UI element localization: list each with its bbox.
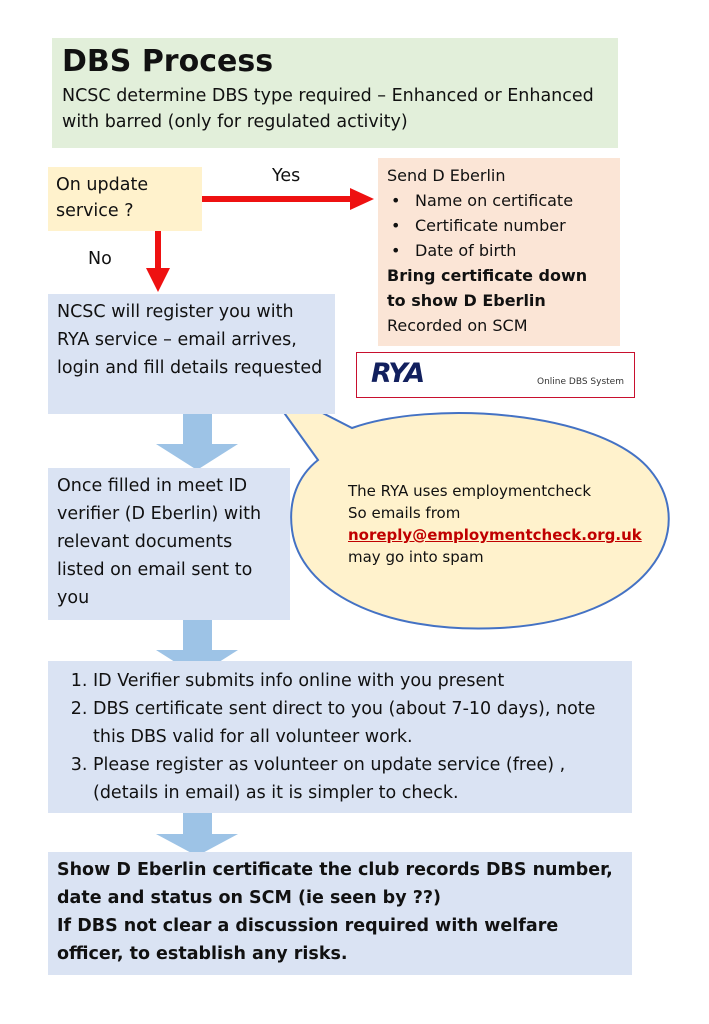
yes-branch-note: Bring certificate down to show D Eberlin — [387, 266, 588, 310]
steps-box: ID Verifier submits info online with you… — [48, 661, 632, 813]
callout-email-link[interactable]: noreply@employmentcheck.org.uk — [348, 526, 642, 544]
down-arrow — [156, 813, 238, 856]
list-item: ID Verifier submits info online with you… — [93, 667, 623, 695]
final-step-box: Show D Eberlin certificate the club reco… — [48, 852, 632, 975]
callout-bubble — [261, 381, 670, 630]
final-step-line: If DBS not clear a discussion required w… — [57, 916, 559, 964]
list-item: DBS certificate sent direct to you (abou… — [93, 695, 623, 751]
no-label: No — [88, 249, 112, 269]
page-title: DBS Process — [62, 44, 274, 79]
steps-list: ID Verifier submits info online with you… — [57, 667, 623, 807]
no-arrow — [146, 231, 170, 292]
yes-branch-box: Send D Eberlin Name on certificate Certi… — [378, 158, 620, 346]
final-step-line: Show D Eberlin certificate the club reco… — [57, 860, 613, 908]
list-item: Name on certificate — [391, 188, 611, 213]
rya-logo-box: RYA Online DBS System — [356, 352, 635, 398]
yes-arrow — [202, 188, 374, 210]
list-item: Please register as volunteer on update s… — [93, 751, 623, 807]
yes-branch-footer: Recorded on SCM — [387, 316, 528, 335]
register-step-box: NCSC will register you with RYA service … — [48, 294, 335, 414]
list-item: Certificate number — [391, 213, 611, 238]
verifier-step-box: Once filled in meet ID verifier (D Eberl… — [48, 468, 290, 620]
yes-label: Yes — [272, 166, 301, 186]
yes-branch-list: Name on certificate Certificate number D… — [387, 188, 611, 263]
decision-box: On update service ? — [48, 167, 202, 231]
page-subtitle: NCSC determine DBS type required – Enhan… — [62, 86, 594, 132]
rya-logo-caption: Online DBS System — [537, 377, 624, 387]
rya-logo: RYA — [371, 358, 425, 389]
list-item: Date of birth — [391, 238, 611, 263]
header-box: DBS Process NCSC determine DBS type requ… — [52, 38, 618, 148]
callout-line: The RYA uses employmentcheck — [348, 482, 592, 500]
down-arrow — [156, 414, 238, 470]
callout-line: So emails from — [348, 504, 461, 522]
yes-branch-heading: Send D Eberlin — [387, 166, 506, 185]
callout-text: The RYA uses employmentcheck So emails f… — [348, 480, 642, 568]
callout-line: may go into spam — [348, 548, 484, 566]
